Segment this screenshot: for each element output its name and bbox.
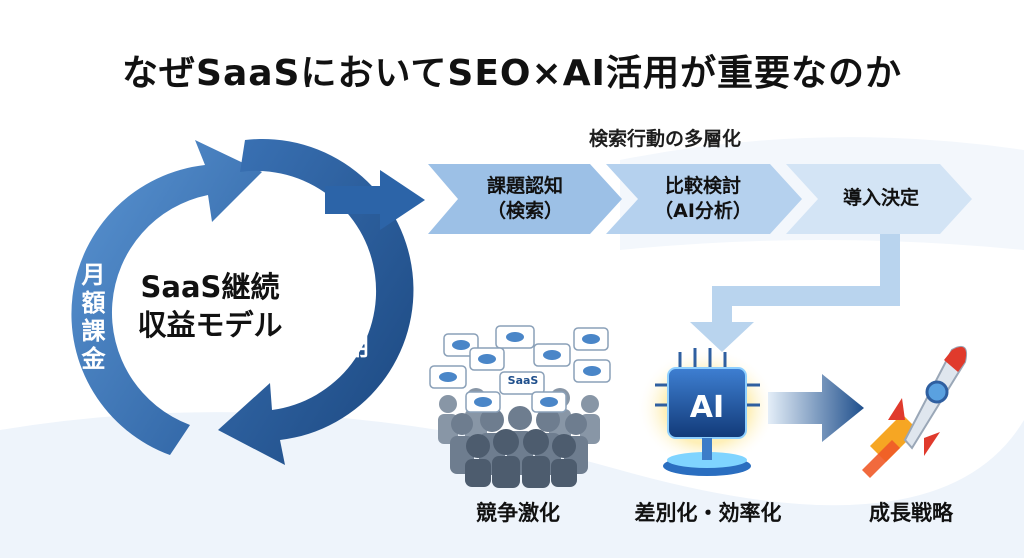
ai-chip-illustration	[637, 348, 777, 476]
label-competition: 競争激化	[476, 501, 560, 525]
funnel-step-1-sub: （検索）	[486, 200, 563, 222]
cycle-center-line2: 収益モデル	[137, 308, 283, 342]
cycle-center-label: SaaS継続 収益モデル	[120, 268, 300, 344]
label-growth: 成長戦略	[869, 501, 953, 525]
rocket-illustration	[862, 346, 968, 478]
label-differentiation: 差別化・効率化	[634, 501, 782, 525]
cycle-right-label: 長期利用	[341, 250, 369, 362]
funnel-step-comparison: 比較検討 （AI分析）	[628, 174, 778, 224]
cycle-left-label: 月額課金	[77, 262, 105, 374]
cycle-ring	[71, 138, 425, 465]
funnel-step-awareness: 課題認知 （検索）	[450, 174, 600, 224]
funnel-step-decision: 導入決定	[806, 186, 956, 211]
funnel-step-3-title: 導入決定	[842, 187, 919, 209]
funnel-step-2-title: 比較検討	[664, 175, 741, 197]
page-title: なぜSaaSにおいてSEO×AI活用が重要なのか	[122, 53, 902, 94]
funnel-step-2-sub: （AI分析）	[654, 200, 752, 222]
funnel-subtitle: 検索行動の多層化	[588, 128, 741, 150]
funnel-steps	[428, 164, 972, 234]
crowd-illustration	[429, 325, 611, 488]
ai-chip-label: AI	[689, 390, 725, 425]
funnel-step-1-title: 課題認知	[486, 175, 563, 197]
saas-badge: SaaS	[507, 374, 539, 387]
cycle-center-line1: SaaS継続	[140, 270, 280, 304]
